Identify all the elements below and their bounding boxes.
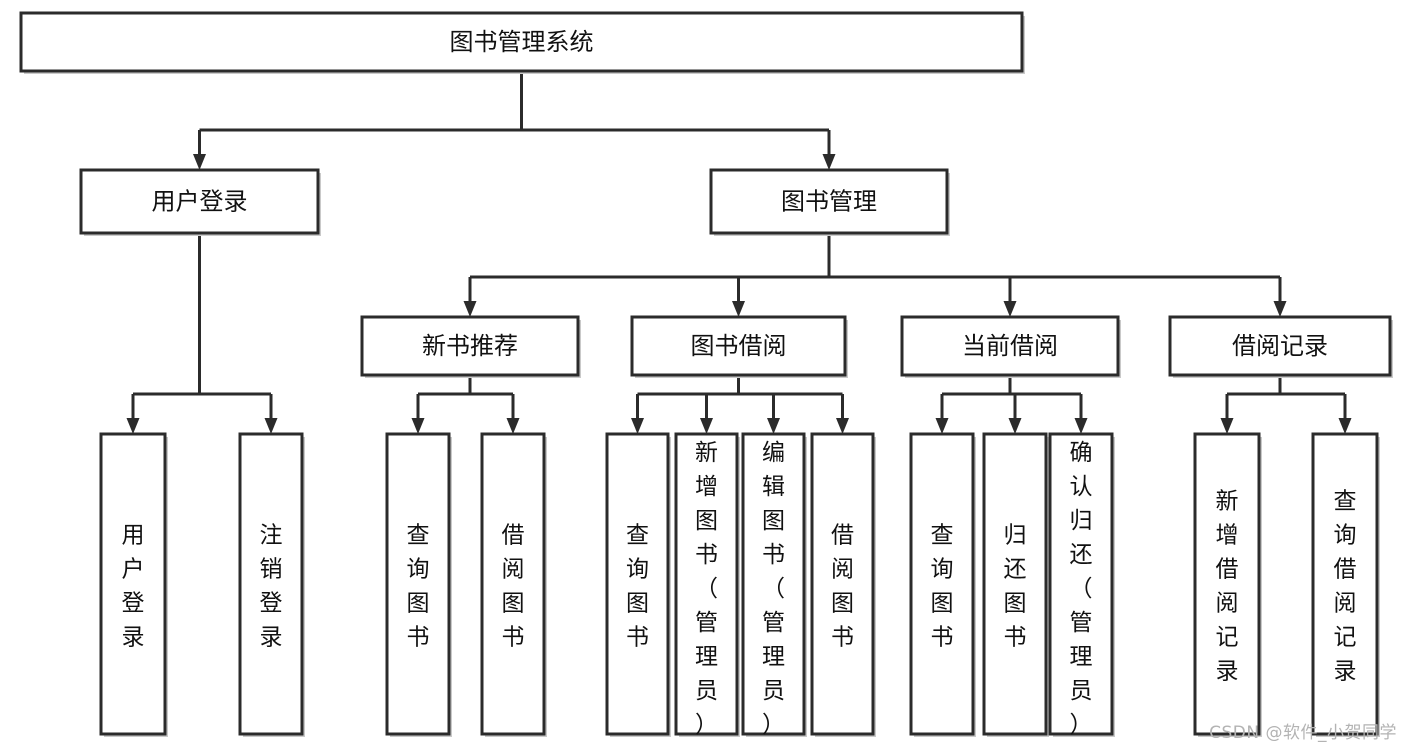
arrow-head-icon [264, 418, 278, 434]
node-label: 查询图书 [931, 523, 954, 651]
node-box [1193, 432, 1261, 736]
node-leaf-borrow-lend[interactable]: 借阅图书 [810, 432, 876, 737]
node-box [360, 315, 580, 377]
arrow-head-icon [1008, 418, 1022, 434]
node-box [674, 432, 739, 736]
node-box [19, 11, 1024, 73]
node-box [1048, 432, 1114, 736]
node-box [709, 168, 949, 235]
node-box [605, 432, 670, 736]
node-leaf-borrow-add[interactable]: 新增图书（管理员） [674, 432, 740, 738]
node-box [238, 432, 304, 736]
node-leaf-rec-query[interactable]: 查询图书 [385, 432, 452, 737]
arrow-head-icon [193, 154, 206, 170]
node-box [982, 432, 1048, 736]
node-leaf-user-login[interactable]: 用户登录 [99, 432, 168, 737]
node-label: 借阅记录 [1232, 332, 1328, 360]
node-label: 图书管理系统 [450, 28, 594, 56]
node-box [909, 432, 975, 736]
node-leaf-rec-borrow[interactable]: 借阅图书 [480, 432, 547, 737]
node-leaf-cur-confirm[interactable]: 确认归还（管理员） [1048, 432, 1115, 738]
node-label: 确认归还（管理员） [1070, 440, 1093, 738]
node-current-borrow[interactable]: 当前借阅 [900, 315, 1121, 378]
node-box [480, 432, 546, 736]
node-leaf-borrow-query[interactable]: 查询图书 [605, 432, 671, 737]
node-borrow-record[interactable]: 借阅记录 [1168, 315, 1393, 378]
arrow-head-icon [631, 418, 644, 434]
arrow-head-icon [836, 418, 849, 434]
node-user-login[interactable]: 用户登录 [79, 168, 321, 236]
arrow-head-icon [411, 418, 425, 434]
node-label: 当前借阅 [962, 332, 1058, 360]
arrow-head-icon [935, 418, 949, 434]
node-box [385, 432, 451, 736]
node-leaf-user-logout[interactable]: 注销登录 [238, 432, 305, 737]
node-box [900, 315, 1120, 377]
arrow-head-icon [1338, 418, 1352, 434]
arrow-head-icon [1220, 418, 1234, 434]
arrow-head-icon [732, 301, 745, 317]
node-label: 借阅图书 [831, 523, 854, 651]
arrow-head-icon [767, 418, 780, 434]
node-label: 用户登录 [152, 188, 248, 216]
node-leaf-borrow-edit[interactable]: 编辑图书（管理员） [741, 432, 807, 738]
node-leaf-rec-query2[interactable]: 查询借阅记录 [1311, 432, 1380, 737]
node-book-borrow[interactable]: 图书借阅 [630, 315, 848, 378]
node-box [99, 432, 167, 736]
nodes-layer: 图书管理系统用户登录图书管理新书推荐图书借阅当前借阅借阅记录用户登录注销登录查询… [19, 11, 1393, 738]
node-label: 注销登录 [260, 523, 283, 651]
node-label: 新书推荐 [422, 332, 518, 360]
node-leaf-rec-add[interactable]: 新增借阅记录 [1193, 432, 1262, 737]
node-box [741, 432, 806, 736]
arrow-head-icon [1273, 301, 1287, 317]
node-box [630, 315, 847, 377]
node-leaf-cur-return[interactable]: 归还图书 [982, 432, 1049, 737]
node-box [1168, 315, 1392, 377]
arrow-head-icon [1074, 418, 1088, 434]
arrow-head-icon [126, 418, 140, 434]
arrow-head-icon [700, 418, 713, 434]
node-box [810, 432, 875, 736]
edges-layer [126, 71, 1352, 434]
node-box [1311, 432, 1379, 736]
node-book-manage[interactable]: 图书管理 [709, 168, 950, 236]
node-label: 用户登录 [122, 523, 145, 651]
arrow-head-icon [1003, 301, 1017, 317]
arrow-head-icon [506, 418, 520, 434]
node-leaf-cur-query[interactable]: 查询图书 [909, 432, 976, 737]
node-label: 查询借阅记录 [1334, 489, 1357, 685]
arrow-head-icon [463, 301, 477, 317]
node-label: 新增借阅记录 [1216, 489, 1239, 685]
node-label: 查询图书 [626, 523, 649, 651]
node-label: 编辑图书（管理员） [762, 440, 785, 738]
node-label: 借阅图书 [502, 523, 525, 651]
arrow-head-icon [822, 154, 836, 170]
node-label: 归还图书 [1004, 523, 1027, 651]
node-root[interactable]: 图书管理系统 [19, 11, 1025, 74]
node-label: 图书管理 [781, 188, 877, 216]
node-label: 图书借阅 [691, 332, 787, 360]
node-box [79, 168, 320, 235]
node-label: 新增图书（管理员） [695, 440, 718, 738]
node-label: 查询图书 [407, 523, 430, 651]
node-new-book-rec[interactable]: 新书推荐 [360, 315, 581, 378]
